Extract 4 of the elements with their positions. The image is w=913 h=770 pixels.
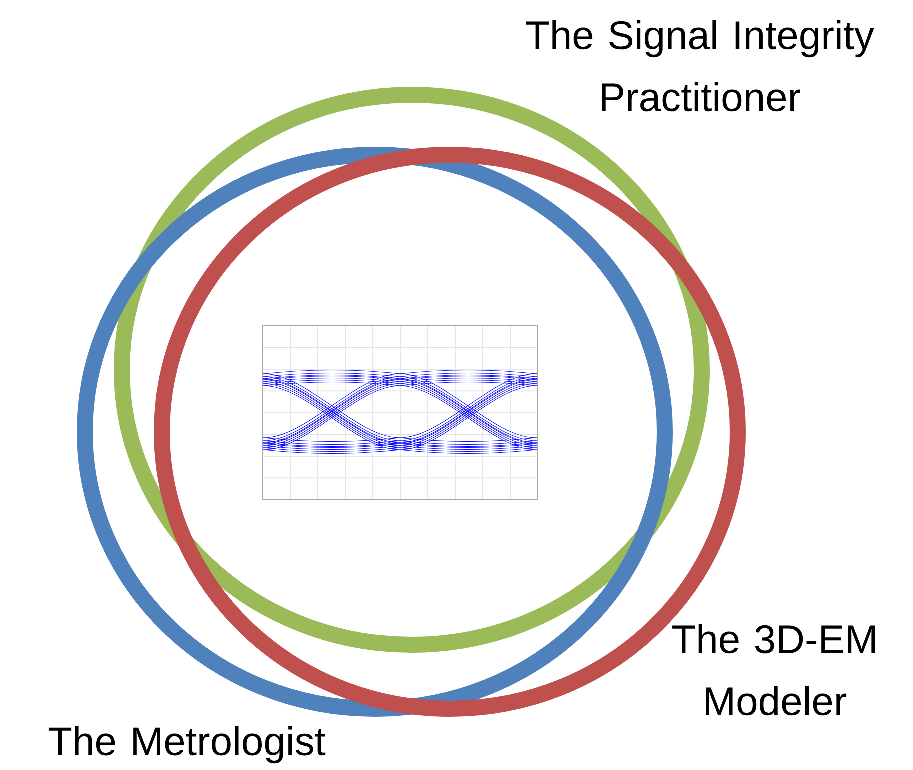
circle-label: The 3D-EM Modeler	[672, 624, 876, 716]
circle-label: The Metrologist	[48, 726, 326, 764]
venn-circle	[77, 146, 673, 717]
circle-label: The Signal Integrity Practitioner	[526, 20, 874, 112]
